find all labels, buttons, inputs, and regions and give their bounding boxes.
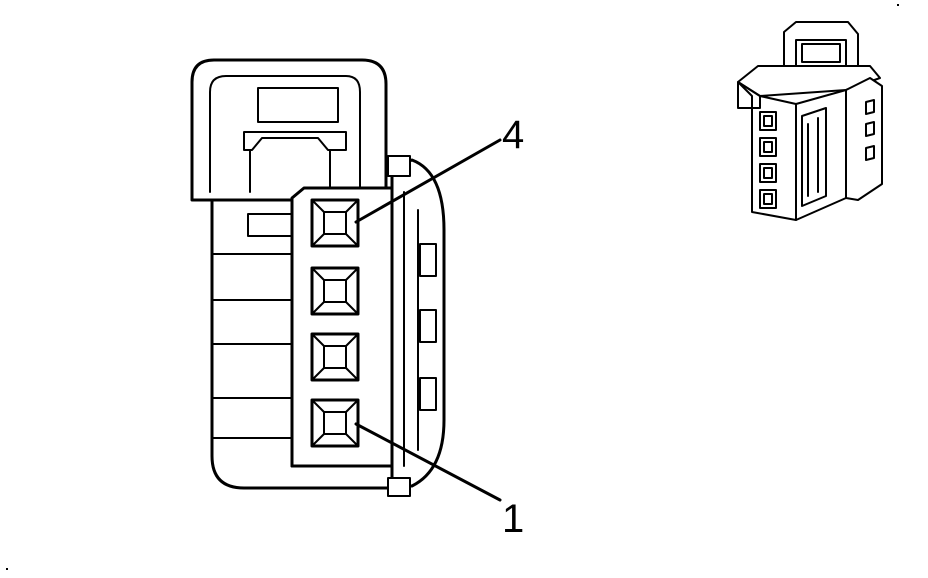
corner-mark-bottom-left <box>6 568 8 570</box>
iso-side-lines <box>807 117 819 197</box>
iso-left-tab <box>737 81 753 109</box>
latch-tab <box>257 87 339 123</box>
terminal-cavity-2 <box>310 332 360 382</box>
latch-inner <box>209 75 361 193</box>
iso-rail <box>845 77 883 201</box>
latch-ramp <box>243 131 347 151</box>
iso-cavity-3 <box>759 137 777 157</box>
iso-cavity-2 <box>759 163 777 183</box>
body-slot <box>247 213 293 237</box>
iso-latch-inner <box>801 43 841 63</box>
pin-label-1: 1 <box>502 497 524 541</box>
connector-face-view: 4 1 <box>190 58 524 541</box>
terminal-cavity-1 <box>310 398 360 448</box>
iso-rail-tabs <box>865 99 875 161</box>
guide-tab-2 <box>419 309 437 343</box>
connector-isometric-view <box>737 21 883 221</box>
guide-tab-1 <box>419 243 437 277</box>
iso-cavity-4 <box>759 111 777 131</box>
corner-mark-top-right <box>897 4 899 6</box>
iso-side-window <box>801 107 827 207</box>
latch-column <box>249 149 331 193</box>
pin-label-4: 4 <box>502 113 524 157</box>
terminal-cavity-4 <box>310 198 360 248</box>
top-lug <box>387 155 411 177</box>
guide-tab-3 <box>419 377 437 411</box>
terminal-cavity-3 <box>310 266 360 316</box>
iso-cavity-1 <box>759 189 777 209</box>
leader-line-pin-1 <box>354 422 502 502</box>
leader-line-pin-4 <box>354 138 502 224</box>
bottom-lug <box>387 477 411 497</box>
